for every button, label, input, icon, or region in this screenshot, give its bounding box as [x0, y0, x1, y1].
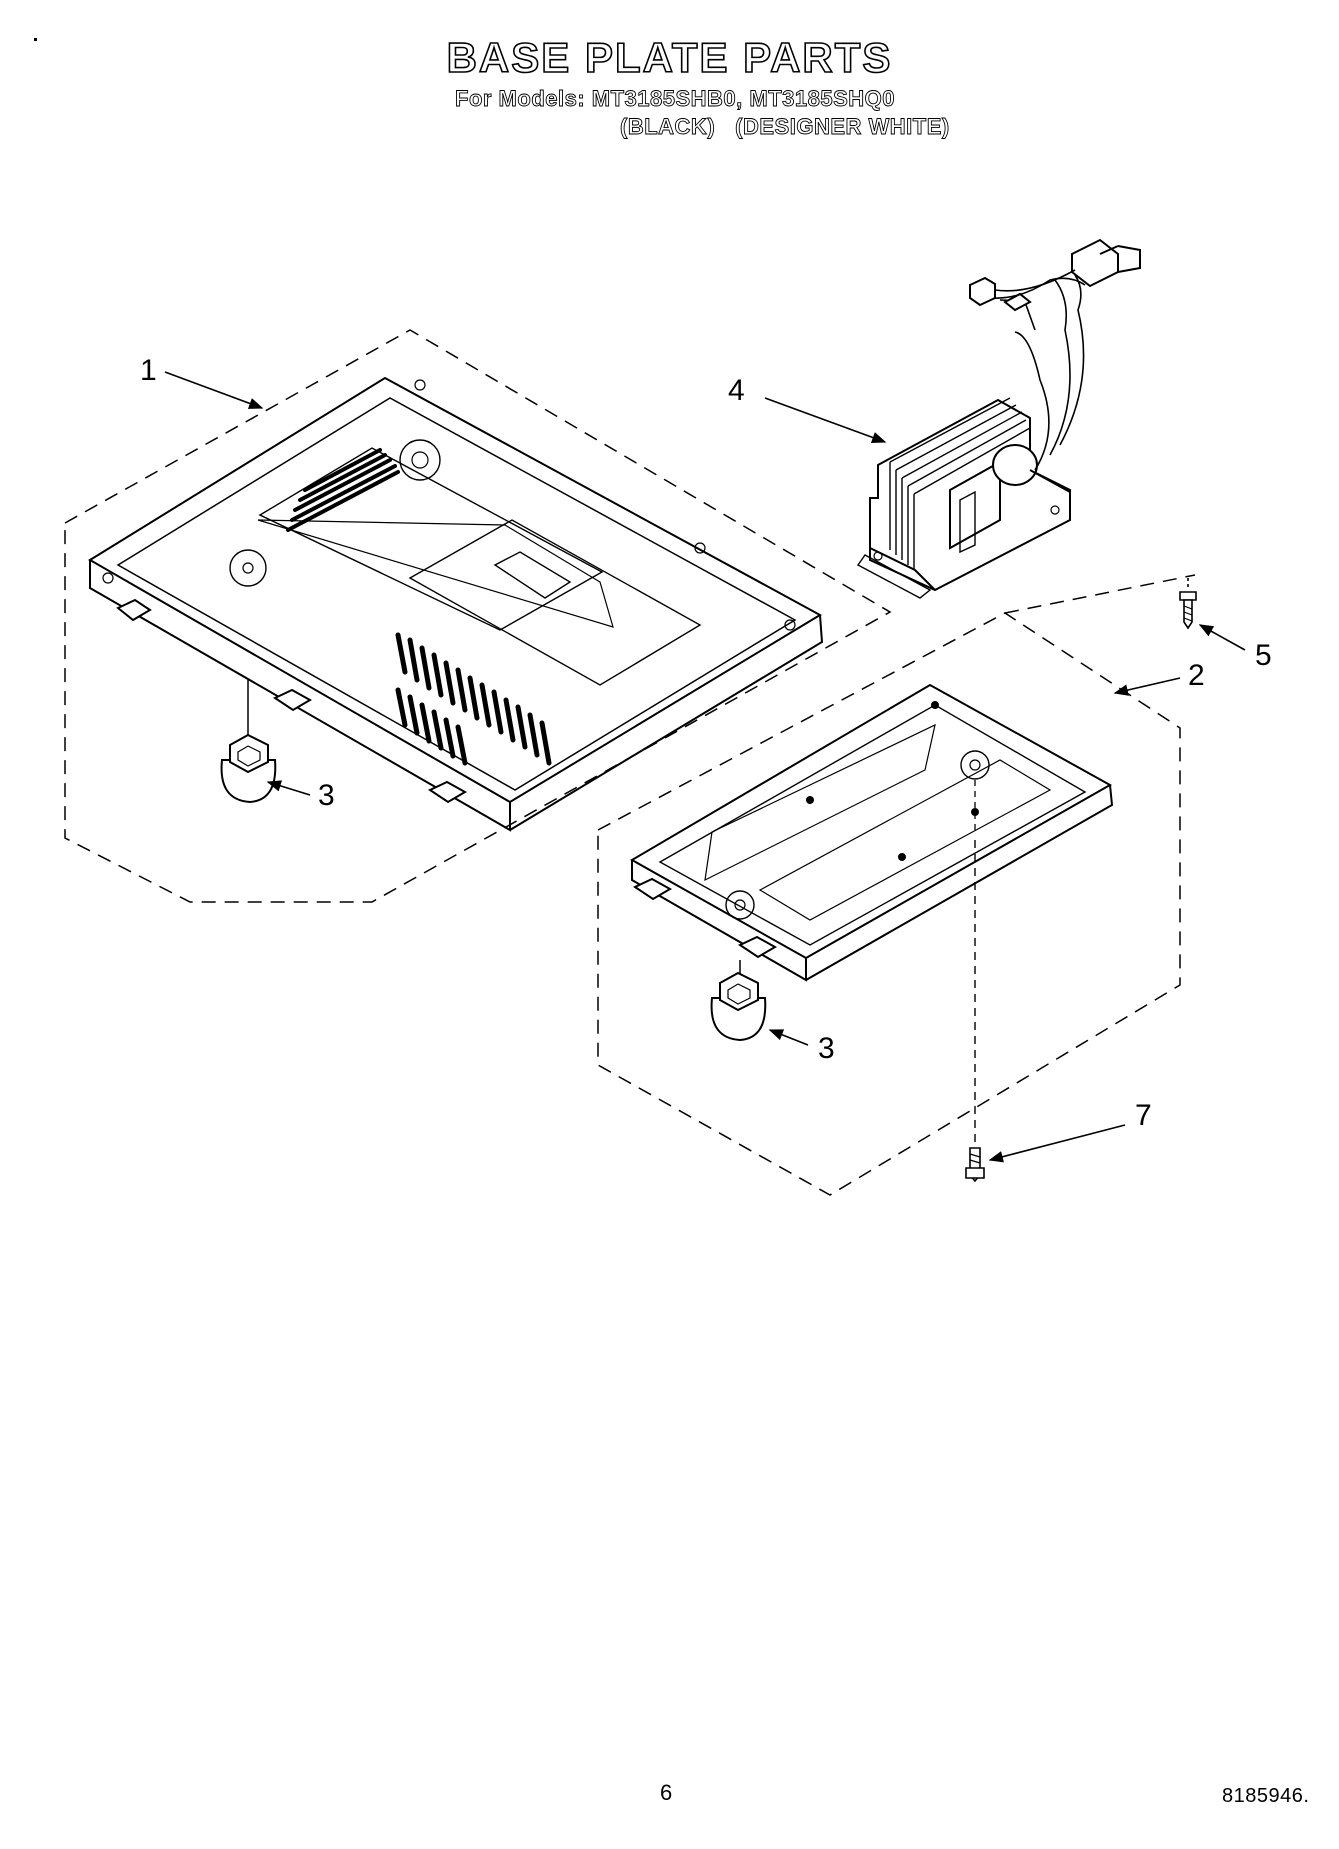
part-7-screw	[965, 840, 985, 1183]
document-number: 8185946.	[1222, 1785, 1310, 1807]
page-number: 6	[660, 1780, 673, 1805]
leader-2	[1113, 677, 1181, 696]
variant-black: (BLACK)	[620, 114, 716, 140]
part-3-foot-a	[220, 733, 277, 804]
leader-1	[164, 371, 264, 409]
part-5-screw	[1179, 578, 1197, 630]
part-3-foot-b	[710, 971, 767, 1042]
assembly-boundary-2	[597, 612, 1181, 1196]
leader-7	[988, 1124, 1126, 1163]
callout-5: 5	[1255, 639, 1272, 672]
page-title: BASE PLATE PARTS	[446, 33, 893, 82]
leader-4	[764, 397, 887, 443]
part-2-secondary-plate	[629, 683, 1114, 985]
leader-3a	[266, 780, 311, 796]
variant-designer-white: (DESIGNER WHITE)	[735, 114, 950, 140]
callout-3a: 3	[318, 779, 335, 812]
part-4-transformer	[856, 238, 1141, 599]
assembly-boundary-1	[64, 329, 892, 903]
scan-speck	[34, 38, 37, 41]
callout-3b: 3	[818, 1032, 835, 1065]
callout-4: 4	[728, 374, 745, 407]
callout-2: 2	[1188, 659, 1205, 692]
callout-7: 7	[1135, 1099, 1152, 1132]
part-1-base-plate	[88, 376, 824, 832]
models-line: For Models: MT3185SHB0, MT3185SHQ0	[455, 86, 896, 112]
color-variants: (BLACK) (DESIGNER WHITE)	[620, 114, 950, 140]
leader-5	[1198, 624, 1246, 651]
leader-3b	[768, 1029, 809, 1046]
boundary-2-extension	[1004, 574, 1196, 614]
callout-1: 1	[140, 354, 157, 387]
